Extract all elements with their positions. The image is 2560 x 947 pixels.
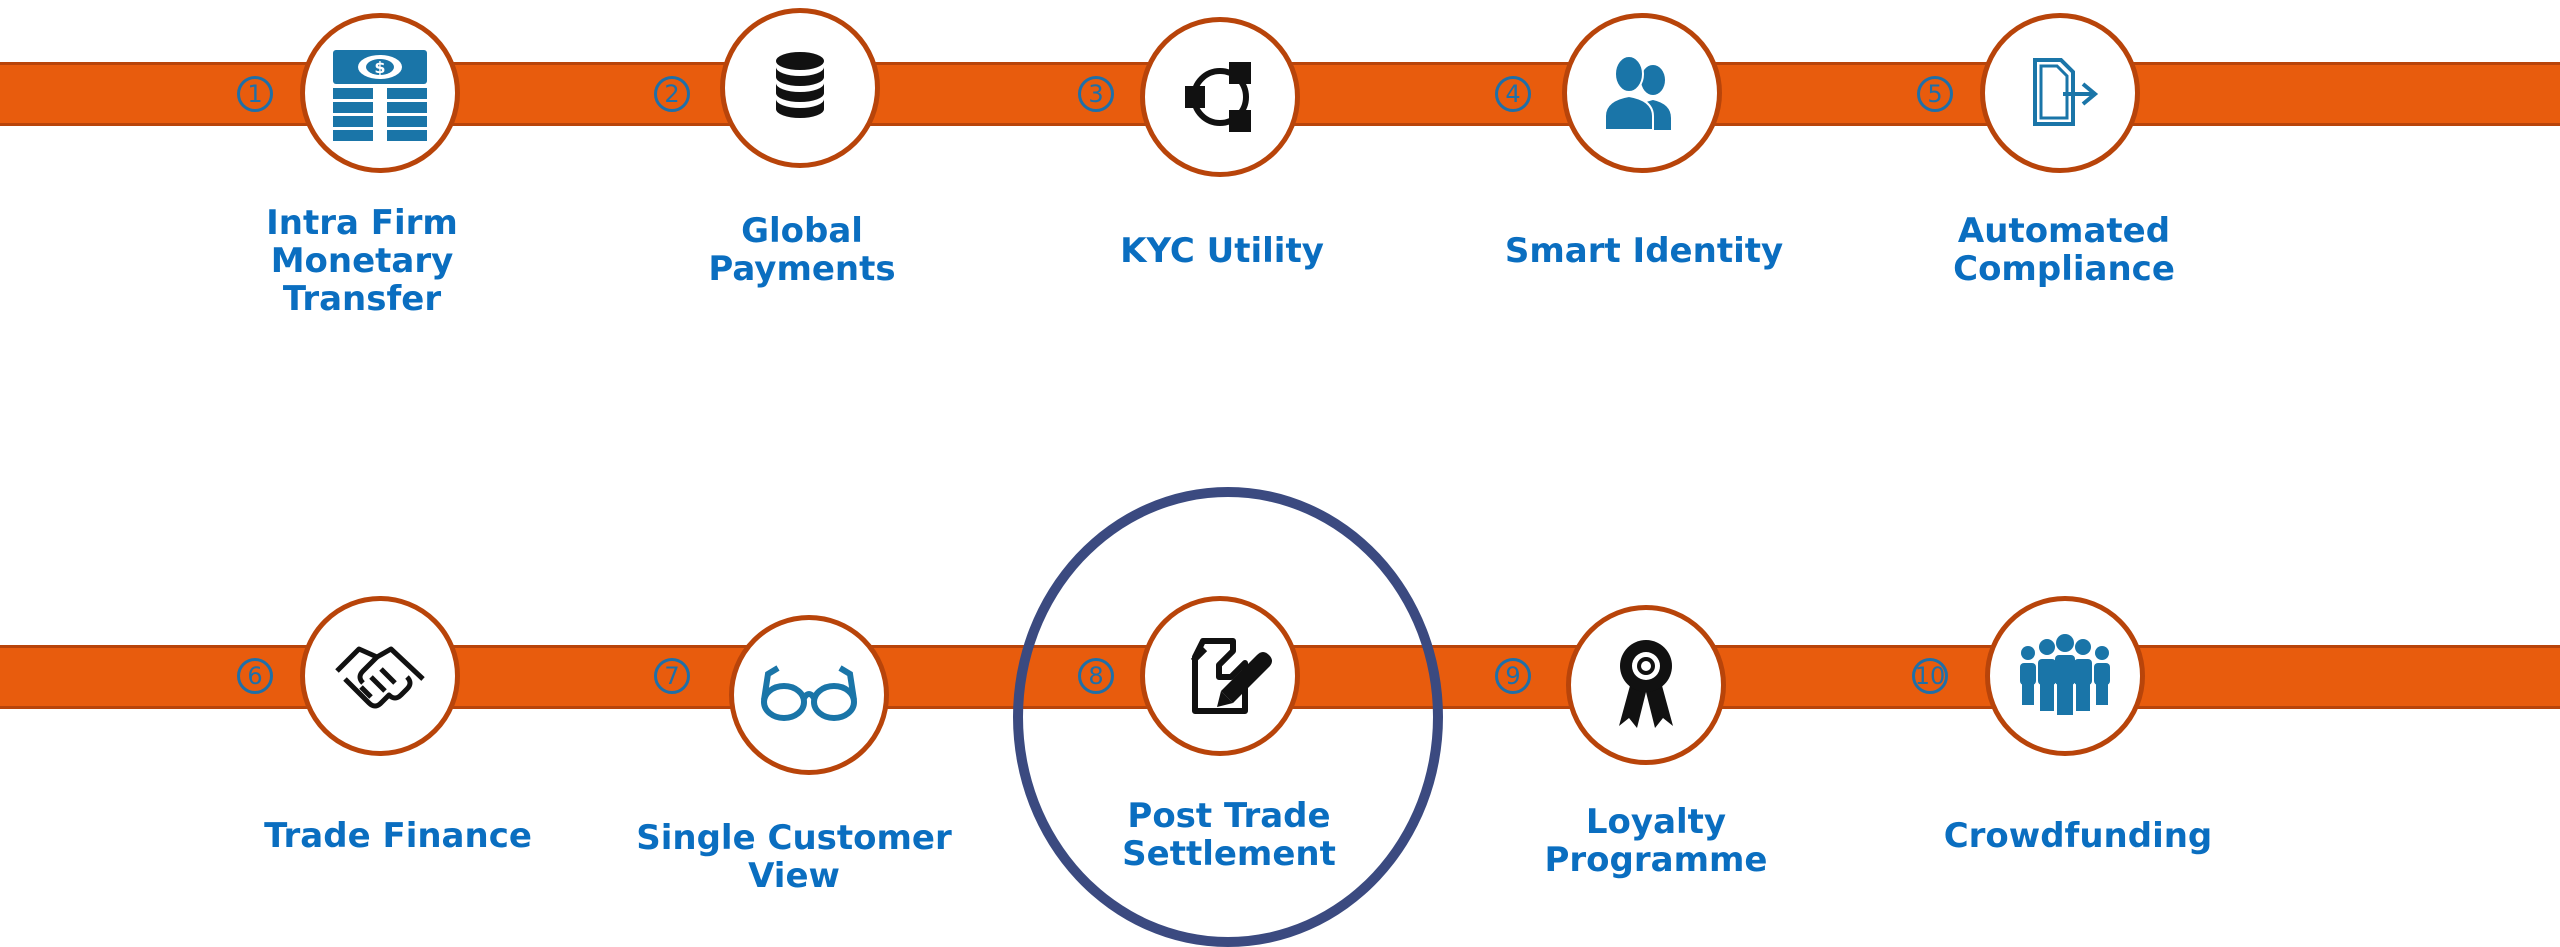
step-label-8: Post Trade Settlement bbox=[1122, 796, 1336, 874]
coin-stack-icon bbox=[776, 52, 824, 118]
award-ribbon-icon bbox=[1619, 640, 1673, 728]
step-circle-3 bbox=[1140, 17, 1300, 177]
step-circle-10 bbox=[1985, 596, 2145, 756]
step-label-3: KYC Utility bbox=[1120, 231, 1324, 271]
step-label-9: Loyalty Programme bbox=[1544, 802, 1768, 880]
step-number-4: 4 bbox=[1495, 76, 1531, 112]
step-label-7: Single Customer View bbox=[636, 818, 952, 896]
step-circle-1: $ bbox=[300, 13, 460, 173]
step-number-8: 8 bbox=[1078, 658, 1114, 694]
group-people-icon bbox=[2020, 634, 2110, 715]
glasses-icon bbox=[761, 665, 857, 721]
step-number-5: 5 bbox=[1917, 76, 1953, 112]
step-circle-7 bbox=[729, 615, 889, 775]
step-circle-8 bbox=[1140, 596, 1300, 756]
step-circle-9 bbox=[1566, 605, 1726, 765]
step-number-3: 3 bbox=[1078, 76, 1114, 112]
step-label-1: Intra Firm Monetary Transfer bbox=[266, 203, 458, 319]
step-circle-4 bbox=[1562, 13, 1722, 173]
step-number-1: 1 bbox=[237, 76, 273, 112]
user-pair-icon bbox=[1604, 55, 1671, 131]
step-circle-6 bbox=[300, 596, 460, 756]
sign-document-icon bbox=[1190, 638, 1272, 714]
network-nodes-icon bbox=[1185, 62, 1251, 132]
handshake-icon bbox=[335, 646, 425, 709]
money-stack-icon: $ bbox=[333, 50, 427, 141]
step-label-2: Global Payments bbox=[708, 211, 896, 289]
step-label-6: Trade Finance bbox=[264, 816, 532, 856]
step-label-5: Automated Compliance bbox=[1953, 211, 2175, 289]
step-number-9: 9 bbox=[1495, 658, 1531, 694]
step-circle-5 bbox=[1980, 13, 2140, 173]
export-document-icon bbox=[2033, 58, 2099, 126]
step-label-10: Crowdfunding bbox=[1943, 816, 2213, 856]
step-number-2: 2 bbox=[654, 76, 690, 112]
step-circle-2 bbox=[720, 8, 880, 168]
step-number-6: 6 bbox=[237, 658, 273, 694]
svg-text:$: $ bbox=[374, 58, 385, 77]
step-label-4: Smart Identity bbox=[1504, 231, 1784, 271]
step-number-10: 10 bbox=[1912, 658, 1948, 694]
step-number-7: 7 bbox=[654, 658, 690, 694]
